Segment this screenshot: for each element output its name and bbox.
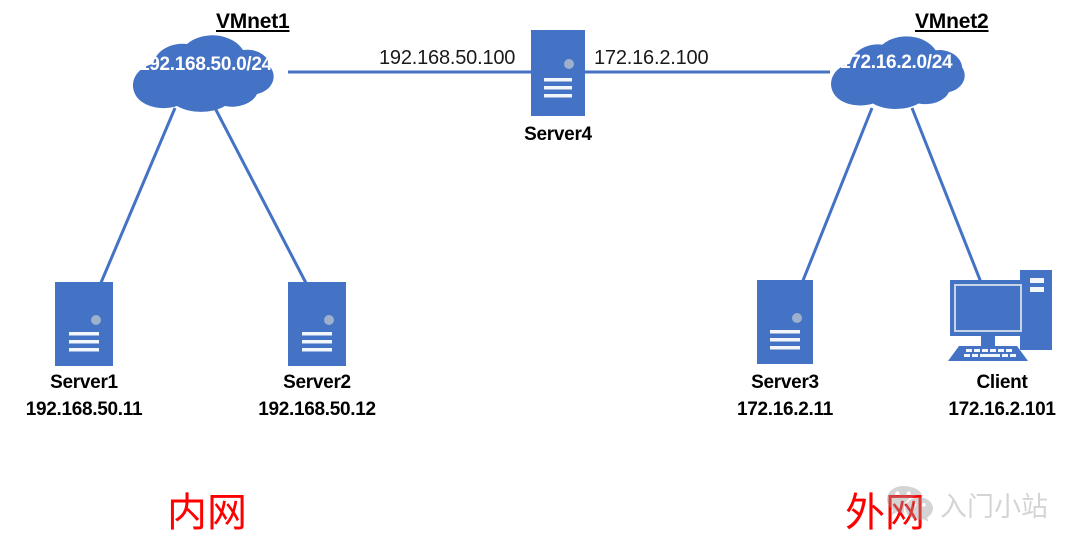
link-vmnet1-server1 [98,107,177,286]
link-label-right-interface: 172.16.2.100 [594,47,709,70]
server-icon [55,282,113,366]
cloud-icon [831,36,965,110]
node-ip-server1: 192.168.50.11 [25,399,143,420]
link-vmnet1-server2 [213,107,309,286]
zone-label-internal: 内网 [167,490,247,536]
watermark-text: 入门小站 [940,491,1048,523]
node-name-server3: Server3 [751,372,819,393]
node-caption-server1: Server1 192.168.50.11 [3,369,165,423]
cloud-title-vmnet2: VMnet2 [915,10,989,33]
node-server1[interactable] [55,282,113,366]
node-ip-server3: 172.16.2.11 [736,399,834,420]
node-name-client: Client [976,372,1028,393]
cloud-icon [132,35,274,112]
node-server3[interactable] [757,280,813,364]
watermark: 入门小站 [886,483,1048,525]
node-name-server4: Server4 [524,124,592,145]
node-caption-server3: Server3 172.16.2.11 [704,369,866,423]
cloud-network-vmnet2: 172.16.2.0/24 [840,52,953,73]
node-ip-client: 172.16.2.101 [948,399,1056,420]
desktop-computer-icon [948,270,1052,361]
node-caption-server4: Server4 [478,121,638,148]
node-server2[interactable] [288,282,346,366]
zone-label-external: 外网 [845,490,925,536]
node-server4[interactable] [531,30,585,116]
link-vmnet2-server3 [800,107,874,284]
node-name-server2: Server2 [283,372,351,393]
server-icon [757,280,813,364]
node-client[interactable] [946,266,1058,364]
cloud-vmnet1[interactable] [95,35,295,116]
node-ip-server2: 192.168.50.12 [258,399,376,420]
cloud-title-vmnet1: VMnet1 [216,10,290,33]
cloud-vmnet2[interactable] [795,36,985,114]
node-caption-client: Client 172.16.2.101 [921,369,1080,423]
node-name-server1: Server1 [50,372,118,393]
cloud-network-vmnet1: 192.168.50.0/24 [139,54,272,75]
server-icon [288,282,346,366]
node-caption-server2: Server2 192.168.50.12 [236,369,398,423]
link-label-left-interface: 192.168.50.100 [379,47,516,70]
server-icon [531,30,585,116]
wechat-icon [887,486,933,522]
link-vmnet2-client [910,107,986,291]
